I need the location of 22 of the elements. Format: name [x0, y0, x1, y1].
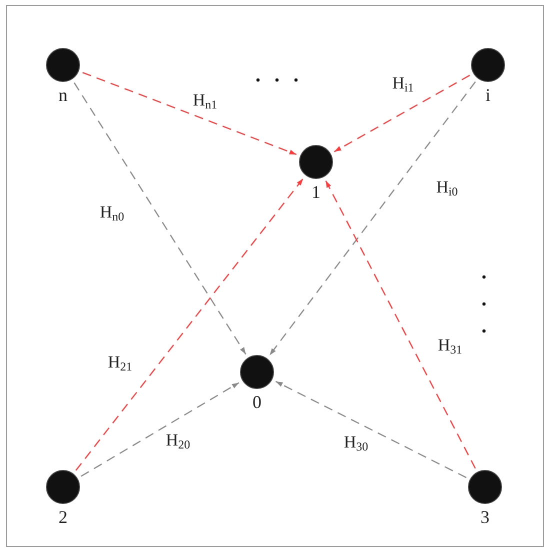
dashed-arrow — [82, 72, 297, 156]
edge-label: H$_{n1}$ — [192, 92, 218, 108]
dashed-arrow — [325, 180, 476, 469]
node-label: 1 — [312, 183, 320, 201]
dashed-arrow — [80, 382, 240, 477]
edge-label: H$_{31}$ — [438, 336, 462, 354]
edge-label: H$_{i0}$ — [436, 178, 458, 196]
dashed-arrow — [74, 82, 246, 355]
dashed-arrow — [269, 81, 476, 356]
node-label: 2 — [58, 508, 68, 526]
node-label: 3 — [480, 508, 490, 526]
edge-label: H$_{20}$ — [166, 432, 190, 448]
edge-label: H$_{n0}$ — [100, 204, 124, 220]
edge-label: H$_{30}$ — [344, 434, 368, 450]
dashed-arrow — [75, 178, 304, 471]
node-label: i — [485, 86, 490, 104]
dashed-arrow — [275, 380, 467, 478]
node-label: n — [58, 86, 68, 104]
edge-label: H$_{i1}$ — [392, 74, 414, 92]
edge-label: H$_{21}$ — [108, 354, 132, 370]
dashed-arrow — [334, 74, 470, 152]
node-label: 0 — [252, 393, 262, 411]
